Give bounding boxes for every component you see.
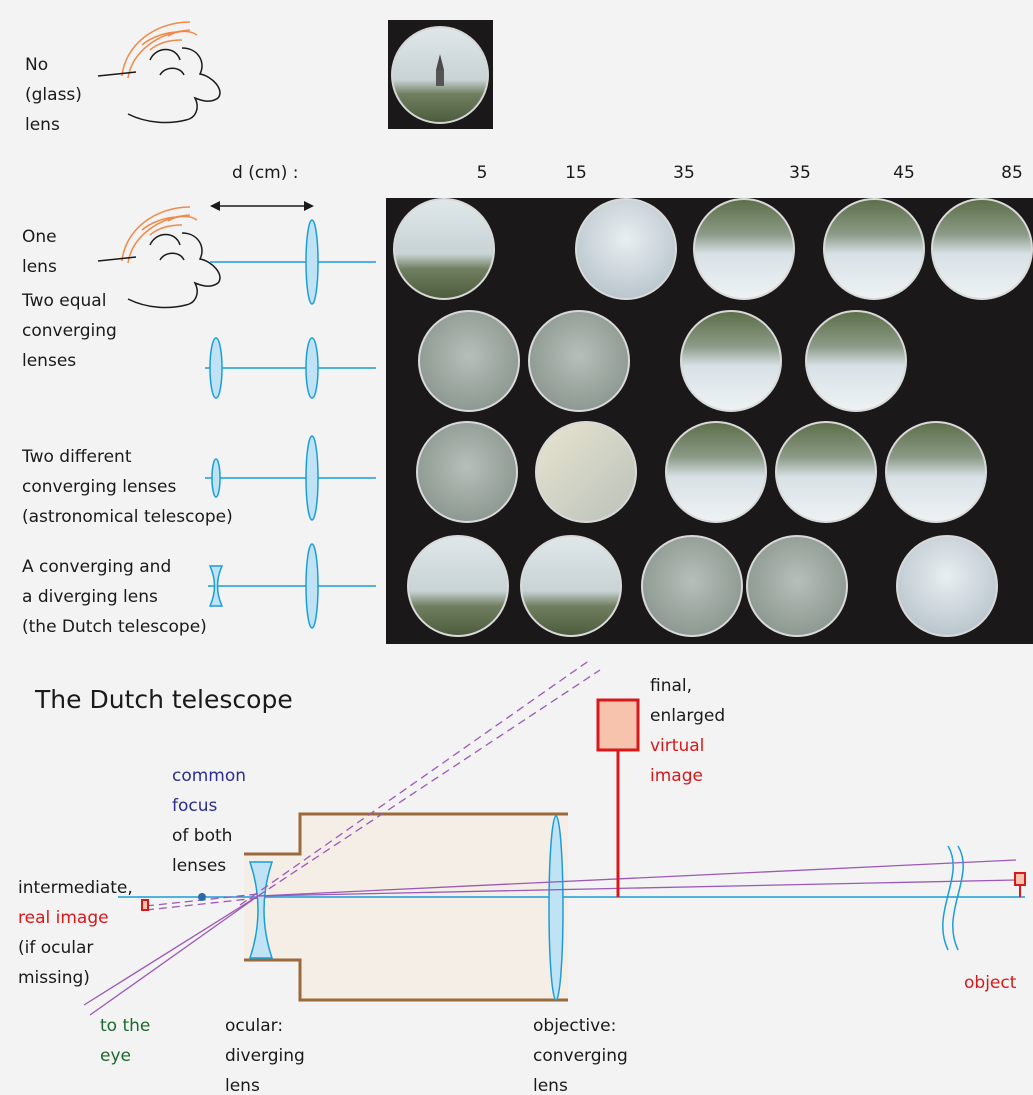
lens-view-photo <box>896 535 998 637</box>
to-eye-label: to the eye <box>100 1016 150 1066</box>
photo-grid <box>386 198 1033 644</box>
two-different-line-2: converging lenses <box>22 477 176 497</box>
final-image-line-1: final, <box>650 676 692 696</box>
no-lens-line-3: lens <box>25 115 60 135</box>
distance-value: 35 <box>789 163 811 183</box>
object-label: object <box>964 973 1017 993</box>
distance-values: 5 15 35 35 45 85 <box>477 163 1023 183</box>
distance-value: 15 <box>565 163 587 183</box>
face-outline <box>97 47 221 124</box>
lens-view-photo <box>680 310 782 412</box>
objective-line-2: converging <box>533 1046 628 1066</box>
common-focus-line-1: common <box>172 766 246 786</box>
no-lens-label: No (glass) lens <box>25 55 82 135</box>
object-marker <box>1014 872 1026 897</box>
lens-view-photo <box>931 198 1033 300</box>
final-virtual-image <box>596 698 640 897</box>
lens-view-photo <box>528 310 630 412</box>
conv-div-line-1: A converging and <box>22 557 171 577</box>
one-lens-diagram <box>210 219 376 305</box>
row-two-equal-label: Two equal converging lenses <box>21 291 117 371</box>
to-eye-line-1: to the <box>100 1016 150 1036</box>
lens-view-photo <box>520 535 622 637</box>
one-lens-line-2: lens <box>22 257 57 277</box>
two-equal-line-1: Two equal <box>21 291 106 311</box>
distance-value: 35 <box>673 163 695 183</box>
break-mark <box>942 845 964 951</box>
distance-value: 85 <box>1001 163 1023 183</box>
lens-view-photo <box>746 535 848 637</box>
final-image-line-2: enlarged <box>650 706 725 726</box>
photo-no-lens <box>388 20 493 129</box>
lens-view-photo <box>775 421 877 523</box>
no-lens-line-1: No <box>25 55 48 75</box>
conv-div-line-2: a diverging lens <box>22 587 158 607</box>
objective-label: objective: converging lens <box>533 1016 628 1095</box>
light-rays <box>83 659 1017 1016</box>
ocular-label: ocular: diverging lens <box>225 1016 305 1095</box>
two-different-diagram <box>205 435 376 521</box>
intermediate-line-4: missing) <box>18 968 90 988</box>
head-icon <box>97 21 221 124</box>
lens-view-photo <box>535 421 637 523</box>
row-two-different-label: Two different converging lenses (astrono… <box>21 447 233 527</box>
ocular-line-2: diverging <box>225 1046 305 1066</box>
intermediate-line-1: intermediate, <box>18 878 133 898</box>
ocular-line-3: lens <box>225 1076 260 1095</box>
objective-line-3: lens <box>533 1076 568 1095</box>
lens-view-photo <box>885 421 987 523</box>
conv-div-line-3: (the Dutch telescope) <box>22 617 207 637</box>
distance-arrow <box>210 201 314 211</box>
lens-view-photo <box>665 421 767 523</box>
lens-view-photo <box>575 198 677 300</box>
head-icon <box>97 206 221 309</box>
lens-view-photo <box>416 421 518 523</box>
objective-line-1: objective: <box>533 1016 616 1036</box>
common-focus-line-2: focus <box>172 796 218 816</box>
lens-view-photo <box>693 198 795 300</box>
distance-value: 45 <box>893 163 915 183</box>
intermediate-real-image <box>141 899 149 911</box>
lens-view-photo <box>823 198 925 300</box>
common-focus-line-4: lenses <box>172 856 226 876</box>
two-equal-diagram <box>205 337 376 399</box>
conv-div-diagram <box>208 543 376 629</box>
focus-point <box>198 893 206 901</box>
common-focus-label: common focus of both lenses <box>172 766 246 876</box>
final-image-line-4: image <box>650 766 703 786</box>
one-lens-line-1: One <box>22 227 57 247</box>
telescope-tube <box>244 812 568 1002</box>
final-image-line-3: virtual <box>650 736 704 756</box>
ocular-line-1: ocular: <box>225 1016 283 1036</box>
hair-icon <box>121 21 198 79</box>
to-eye-line-2: eye <box>100 1046 131 1066</box>
objective-lens <box>548 815 564 1001</box>
two-equal-line-2: converging <box>22 321 117 341</box>
row-one-lens-label: One lens <box>22 227 57 277</box>
row-conv-div-label: A converging and a diverging lens (the D… <box>22 557 207 637</box>
final-image-label: final, enlarged virtual image <box>650 676 725 786</box>
intermediate-line-2: real image <box>18 908 109 928</box>
intermediate-line-3: (if ocular <box>18 938 93 958</box>
intermediate-image-label: intermediate, real image (if ocular miss… <box>18 878 133 988</box>
no-lens-line-2: (glass) <box>25 85 82 105</box>
two-different-line-3: (astronomical telescope) <box>22 507 233 527</box>
two-different-line-1: Two different <box>21 447 132 467</box>
lens-view-photo <box>407 535 509 637</box>
dutch-telescope-title: The Dutch telescope <box>34 685 293 714</box>
lens-view-photo <box>641 535 743 637</box>
distance-value: 5 <box>477 163 488 183</box>
lens-view-photo <box>418 310 520 412</box>
lens-view-photo <box>393 198 495 300</box>
distance-label: d (cm) : <box>232 163 299 183</box>
lens-view-photo <box>805 310 907 412</box>
two-equal-line-3: lenses <box>22 351 76 371</box>
common-focus-line-3: of both <box>172 826 232 846</box>
